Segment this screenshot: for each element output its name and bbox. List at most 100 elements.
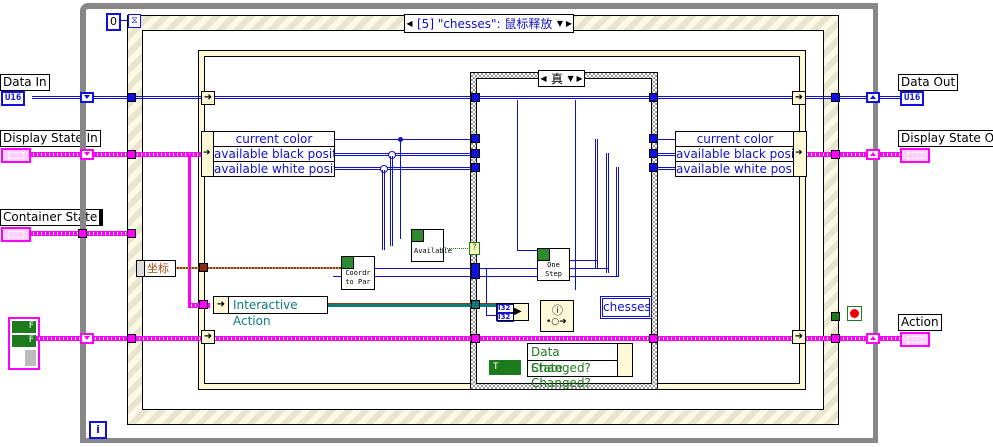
unbundle-item: available white position xyxy=(214,162,334,176)
data-in-label: Data In xyxy=(0,74,50,91)
arrow-icon: ➜ xyxy=(201,91,215,105)
data-wire xyxy=(32,96,902,99)
interactive-action-wire xyxy=(326,303,506,307)
bundle-arrow: ➜ xyxy=(793,131,807,177)
container-state-label: Container State xyxy=(0,209,104,226)
i32-label: I32 xyxy=(497,304,514,313)
current-color-wire xyxy=(333,139,473,140)
tunnel xyxy=(471,334,480,343)
bool-wire xyxy=(442,248,470,249)
stop-terminal[interactable] xyxy=(847,306,862,321)
case-dropdown-icon[interactable]: ▼ xyxy=(567,73,574,83)
tunnel xyxy=(649,134,658,143)
tunnel xyxy=(831,334,840,343)
case-increment-icon[interactable]: ▶ xyxy=(576,73,583,83)
boolean-f2: F xyxy=(12,335,36,347)
increment-arrow-icon[interactable]: ▶ xyxy=(565,18,573,28)
iteration-terminal: i xyxy=(89,421,107,439)
tunnel xyxy=(199,263,208,272)
case-selector-label: 真 xyxy=(551,71,564,86)
coord-in-case xyxy=(480,268,540,269)
stop-icon xyxy=(850,309,859,318)
event-case-label: [5] "chesses": 鼠标释放 xyxy=(417,16,553,31)
action-terminal[interactable] xyxy=(900,332,930,347)
unbundle-by-name[interactable]: current color available black position a… xyxy=(213,131,335,177)
bundle-item: State Changed? xyxy=(531,361,591,390)
decrement-arrow-icon[interactable]: ◀ xyxy=(406,18,413,28)
display-state-out-terminal[interactable] xyxy=(900,148,930,163)
wire xyxy=(568,268,608,269)
tunnel xyxy=(471,149,480,158)
bundle-by-name[interactable]: current color available black position a… xyxy=(675,131,795,177)
arrow-icon: ➜ xyxy=(792,330,806,344)
unbundle-item: available black position xyxy=(214,147,334,162)
unbundle-item: current color xyxy=(214,132,334,147)
case-selector-terminal: ? xyxy=(469,242,480,255)
tunnel xyxy=(127,93,136,102)
vwire xyxy=(400,139,401,239)
coordr-to-par-subvi[interactable]: Coordr to Par xyxy=(341,256,375,290)
available-subvi[interactable]: Available xyxy=(411,229,452,262)
case-decrement-icon[interactable]: ◀ xyxy=(540,73,547,83)
cc-out xyxy=(658,139,676,140)
shift-register-right-display[interactable] xyxy=(866,149,880,160)
bundle-item: Data Changed? xyxy=(528,344,618,375)
interactive-action-unbundle[interactable]: ➜ Interactive Action xyxy=(213,296,328,328)
arrow-icon: ➜ xyxy=(792,91,806,105)
shift-register-left-action[interactable] xyxy=(80,333,94,344)
vwire xyxy=(595,139,598,269)
subvi-label: Coordr to Par xyxy=(345,269,371,286)
wire xyxy=(568,260,598,261)
shift-register-right-action[interactable] xyxy=(866,333,880,344)
i32-constants[interactable]: I32 I32 xyxy=(496,303,515,322)
timeout-constant[interactable]: 0 xyxy=(106,13,121,31)
bp-out xyxy=(658,153,676,156)
hourglass-icon: ⧖ xyxy=(128,14,141,28)
info-icon: ⓘ xyxy=(552,304,563,317)
tunnel xyxy=(199,300,208,309)
one-step-subvi[interactable]: One Step xyxy=(537,248,570,281)
invoke-arrow-icon: •○➜ xyxy=(546,317,567,327)
container-state-terminal[interactable] xyxy=(1,227,31,242)
arrow-icon: ➜ xyxy=(201,330,215,344)
tunnel xyxy=(471,300,480,309)
display-state-wire xyxy=(30,152,210,157)
event-data-node[interactable]: 坐标 xyxy=(136,260,176,277)
display-state-in-terminal[interactable] xyxy=(1,148,31,163)
subvi-label: One Step xyxy=(545,261,562,278)
event-case-selector[interactable]: ◀ [5] "chesses": 鼠标释放 ▼ ▶ xyxy=(404,14,575,33)
true-constant[interactable]: T xyxy=(489,360,521,375)
coord-refnum-wire xyxy=(174,267,342,269)
property-node[interactable]: ⓘ •○➜ xyxy=(540,300,574,332)
bundle-output xyxy=(617,343,633,377)
white-pos-wire xyxy=(333,167,473,170)
shift-register-left-display[interactable] xyxy=(80,149,94,160)
bundle-item: available black position xyxy=(676,147,794,162)
tunnel xyxy=(471,163,480,172)
tunnel xyxy=(471,134,480,143)
display-state-branch xyxy=(188,154,191,306)
while-loop[interactable] xyxy=(80,3,878,443)
vwire xyxy=(486,268,487,316)
bundle-changed[interactable]: Data Changed? State Changed? xyxy=(527,343,619,390)
shift-register-right-data[interactable] xyxy=(866,92,880,103)
coord-in-case-2 xyxy=(480,276,540,277)
vwire xyxy=(517,100,518,250)
tunnel xyxy=(649,93,658,102)
tunnel xyxy=(649,149,658,158)
action-label: Action xyxy=(898,314,942,331)
chesses-reference[interactable]: chesses xyxy=(600,296,652,319)
interactive-action-label: Interactive Action xyxy=(233,298,298,328)
wire xyxy=(486,315,500,316)
tunnel xyxy=(127,334,136,343)
tunnel xyxy=(831,150,840,159)
case-selector[interactable]: ◀ 真 ▼ ▶ xyxy=(538,70,586,87)
bundle-arrow-icon: ▶ xyxy=(513,303,529,321)
data-out-terminal[interactable]: U16 xyxy=(900,91,925,106)
data-in-terminal[interactable]: U16 xyxy=(1,91,26,106)
dropdown-icon[interactable]: ▼ xyxy=(556,18,564,28)
shift-register-left-data[interactable] xyxy=(80,92,94,103)
bundle-item: available white position xyxy=(676,162,794,176)
boolean-cluster-constant[interactable]: F F xyxy=(8,317,40,370)
vwire xyxy=(606,153,609,273)
